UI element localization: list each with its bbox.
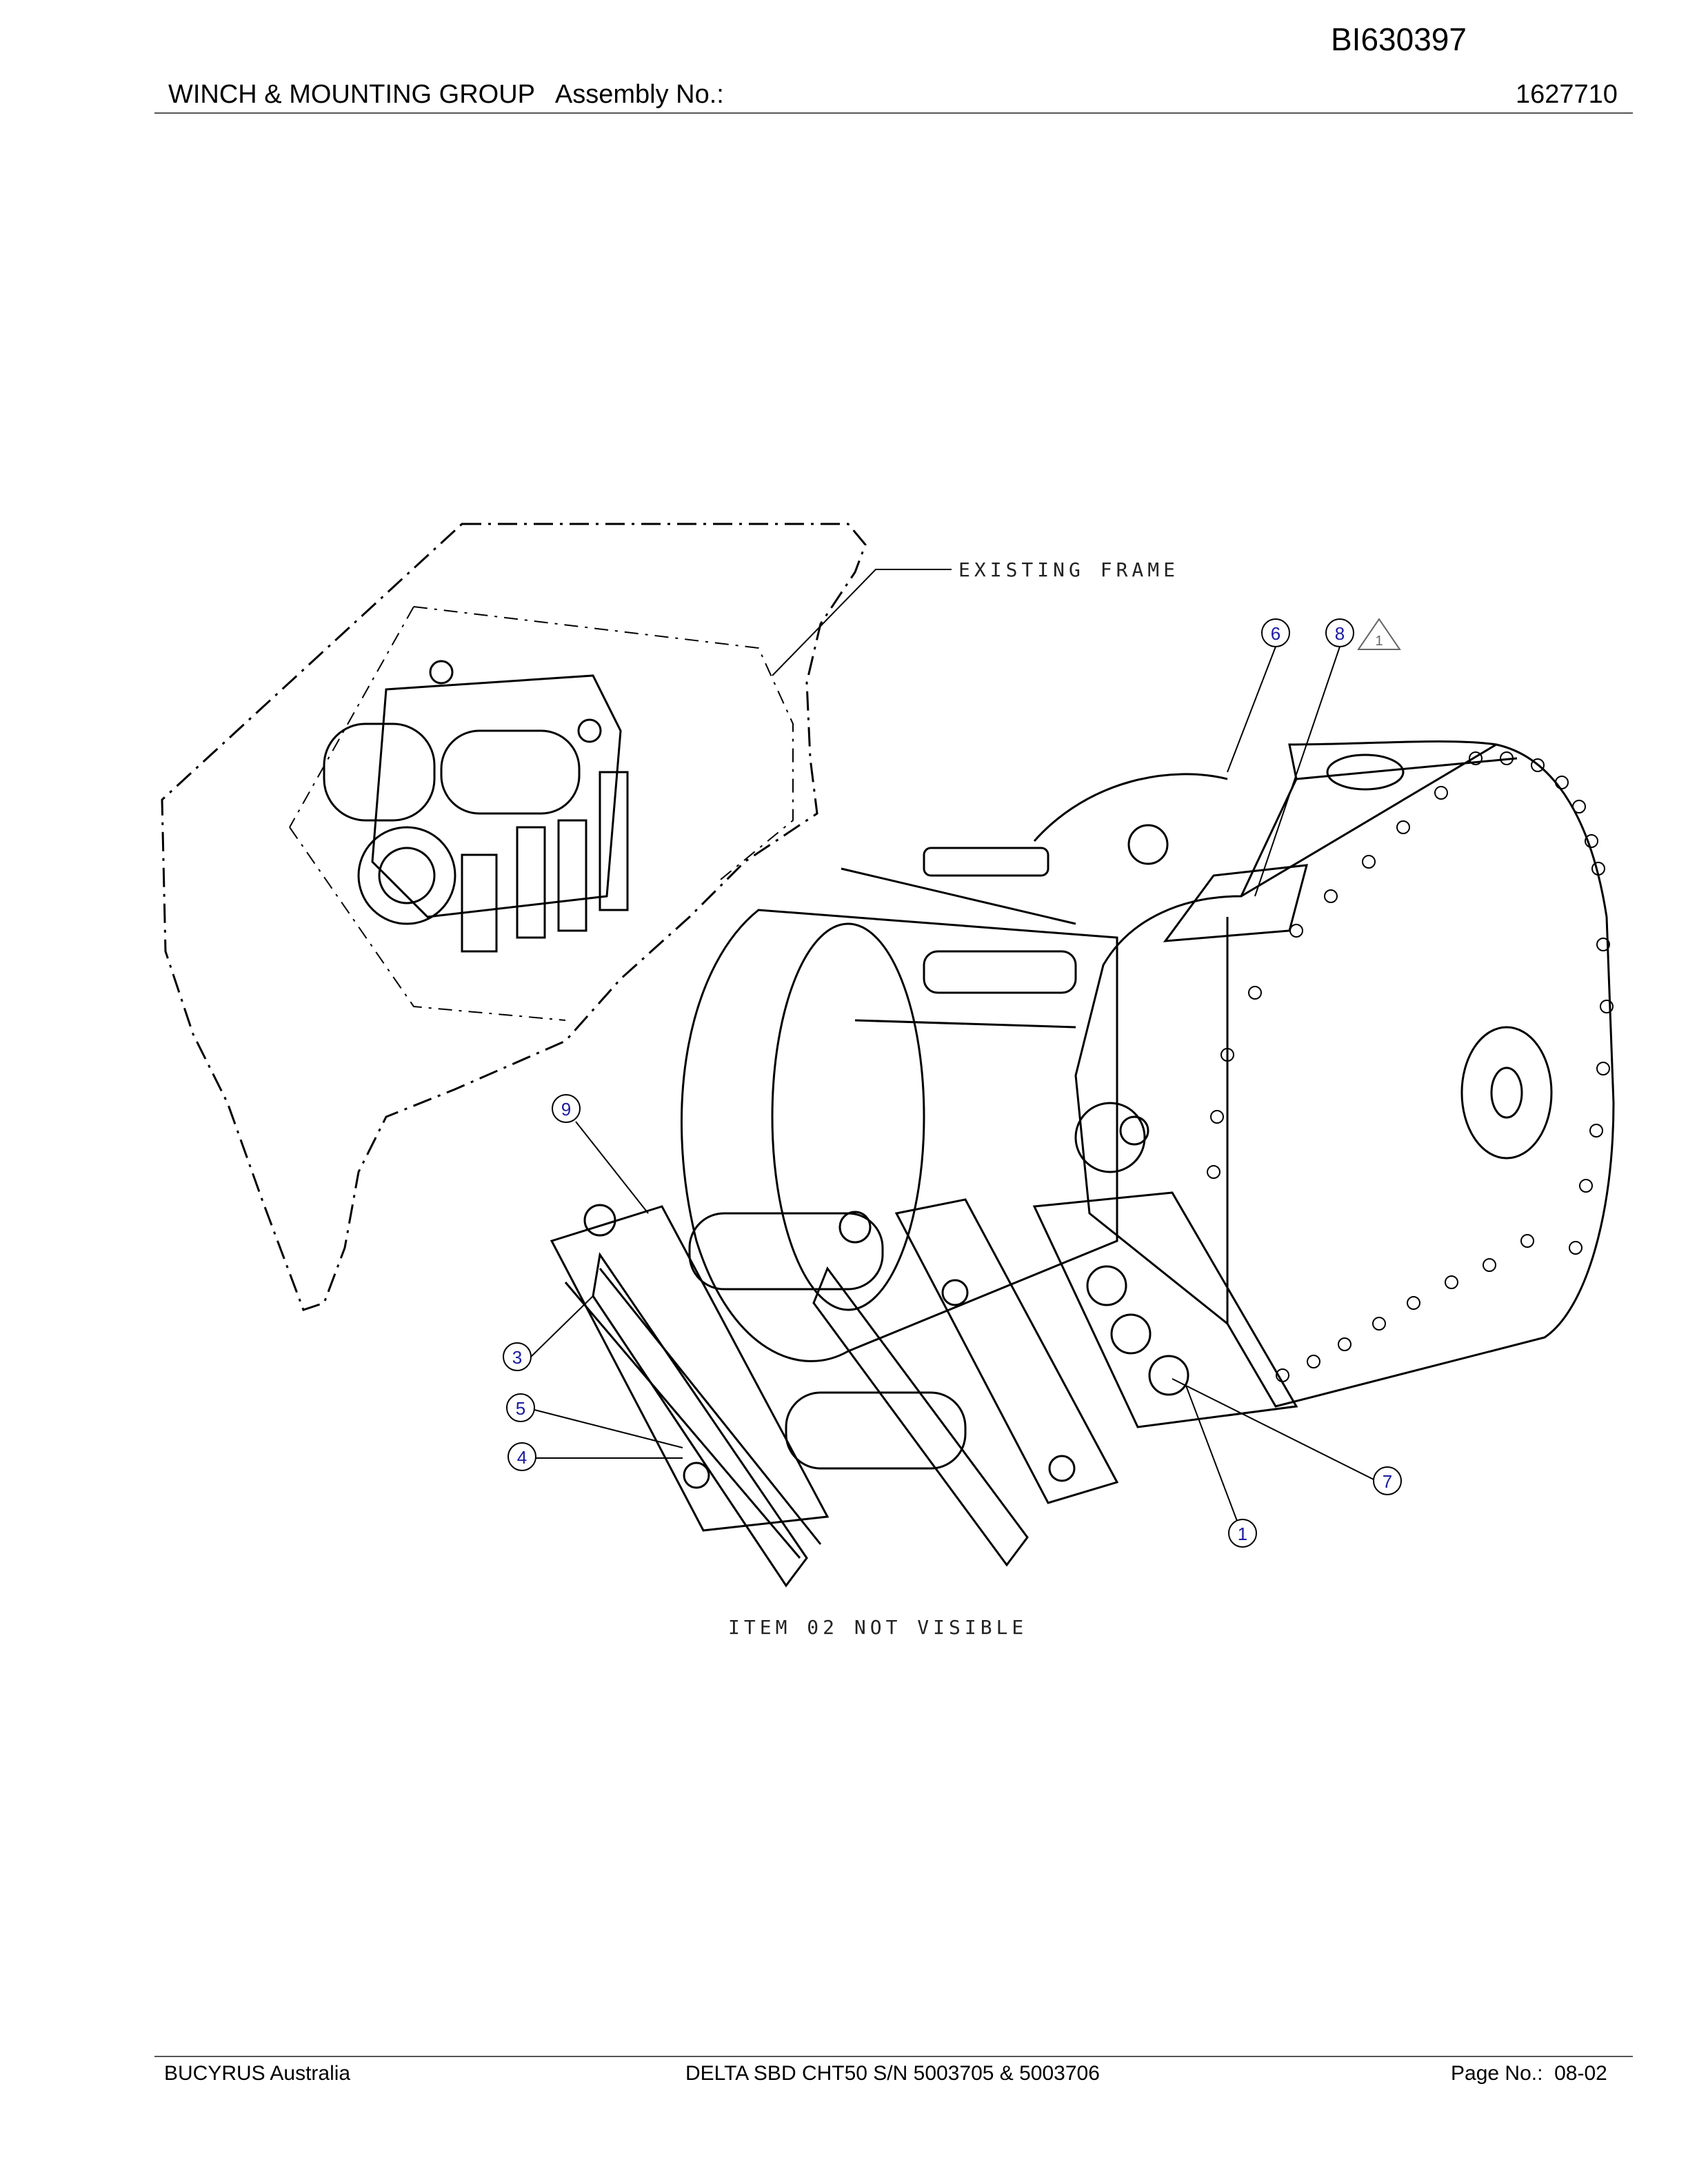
footer-page: Page No.: 08-02 [1451, 2062, 1607, 2085]
footer-rule [154, 2056, 1633, 2057]
revision-triangle-label: 1 [1375, 634, 1383, 649]
balloon-1-label: 1 [1238, 1524, 1247, 1544]
balloon-9-label: 9 [561, 1099, 571, 1120]
footer-company: BUCYRUS Australia [164, 2062, 351, 2085]
balloon-7 [1261, 618, 1290, 647]
balloon-8 [1325, 618, 1354, 647]
revision-triangle [1357, 618, 1401, 650]
winch-drum [680, 909, 1118, 1362]
balloon-7-label: 6 [1271, 623, 1280, 644]
balloon-3-label: 3 [512, 1347, 522, 1368]
balloon-1 [1228, 1519, 1257, 1548]
main-winch [550, 740, 1615, 1588]
pin-left [592, 1252, 808, 1588]
gearbox-housing [1074, 740, 1615, 1408]
balloon-3 [503, 1342, 532, 1371]
header-rule [154, 112, 1633, 114]
footer-model: DELTA SBD CHT50 S/N 5003705 & 5003706 [685, 2062, 1100, 2085]
mounting-bracket [550, 1205, 830, 1532]
balloon-5 [506, 1393, 535, 1422]
item-not-visible-note: ITEM 02 NOT VISIBLE [728, 1616, 1027, 1639]
header-title: WINCH & MOUNTING GROUP Assembly No.: [168, 80, 724, 110]
balloon-6-label: 7 [1383, 1471, 1392, 1492]
balloon-4 [508, 1442, 536, 1471]
assembly-label: Assembly No.: [554, 80, 724, 109]
balloon-6 [1373, 1466, 1402, 1495]
housing-bolts [1207, 751, 1614, 1382]
balloon-8-label: 8 [1335, 623, 1345, 644]
assembly-number: 1627710 [1516, 80, 1618, 109]
page-label: Page No.: [1451, 2062, 1543, 2085]
gearbox-hub [1460, 1026, 1553, 1160]
balloon-9 [552, 1094, 581, 1123]
existing-frame-outline [161, 523, 867, 1311]
existing-frame-inner [289, 606, 794, 1021]
small-winch [323, 660, 629, 953]
pin-right [812, 1266, 1029, 1567]
leader-lines [530, 646, 1380, 1533]
group-title: WINCH & MOUNTING GROUP [168, 80, 535, 109]
page-number: 08-02 [1554, 2062, 1607, 2085]
balloon-4-label: 4 [517, 1447, 527, 1468]
document-number: BI630397 [1331, 21, 1467, 57]
existing-frame-note: EXISTING FRAME [958, 558, 1179, 581]
balloon-5-label: 5 [516, 1398, 525, 1419]
existing-frame-leader [772, 569, 952, 676]
